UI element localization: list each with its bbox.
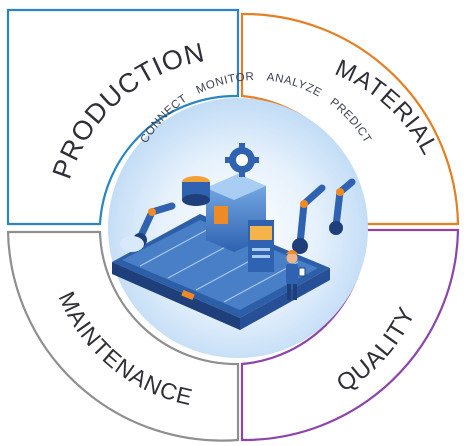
factory-illustration — [112, 143, 356, 330]
control-panel — [248, 220, 274, 272]
gear-icon — [225, 143, 259, 177]
production-quadrant — [6, 8, 240, 226]
conveyor-orange-marker — [181, 289, 195, 301]
quadrant-ring — [6, 8, 460, 442]
worker-figure — [286, 250, 306, 300]
maintenance-quadrant — [6, 230, 240, 442]
